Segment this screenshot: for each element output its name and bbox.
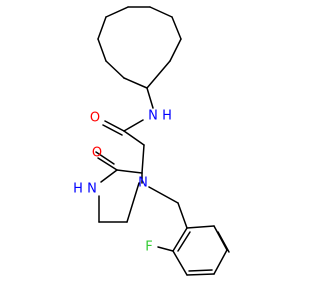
bond [97, 157, 118, 171]
bond [157, 246, 174, 252]
bond [172, 227, 188, 252]
bond [126, 182, 140, 223]
bond [148, 186, 179, 204]
molecule-structure: N H O O H N N F [73, 6, 230, 276]
ring-nh-n-label: N [87, 182, 97, 197]
amide-h-label: H [162, 109, 172, 124]
bond [123, 77, 148, 89]
bond [172, 250, 188, 276]
bond [213, 249, 228, 275]
bond [171, 16, 182, 40]
ring-nh-h-label: H [73, 182, 83, 197]
fluorobenzyl-group [148, 186, 230, 276]
ring-o-label: O [92, 146, 102, 161]
bond [95, 151, 115, 165]
bond [97, 38, 107, 62]
bond [188, 269, 213, 272]
bond [186, 225, 215, 229]
fluorine-label: F [145, 240, 152, 255]
bond [146, 60, 171, 89]
carbonyl-o-label: O [90, 111, 100, 126]
bond [116, 169, 143, 174]
bond [186, 273, 215, 276]
bond [104, 120, 125, 132]
cyclooctane-ring [97, 6, 182, 89]
ring-n-label: N [138, 176, 148, 191]
bond [105, 60, 125, 79]
bond [123, 119, 144, 132]
bond [146, 87, 154, 109]
atom-labels: N H O O H N N F [73, 109, 172, 255]
piperazinone-ring [95, 144, 145, 223]
bond [149, 6, 173, 18]
bond [97, 16, 107, 40]
bond [217, 231, 230, 253]
amide-n-label: N [148, 109, 158, 124]
bond [123, 130, 145, 146]
bond [169, 38, 182, 62]
amide-linker [102, 87, 154, 146]
bond [105, 6, 129, 18]
bond [100, 169, 118, 183]
bond [141, 144, 145, 174]
bond [177, 231, 191, 252]
bond [177, 202, 188, 229]
bond [102, 124, 123, 136]
